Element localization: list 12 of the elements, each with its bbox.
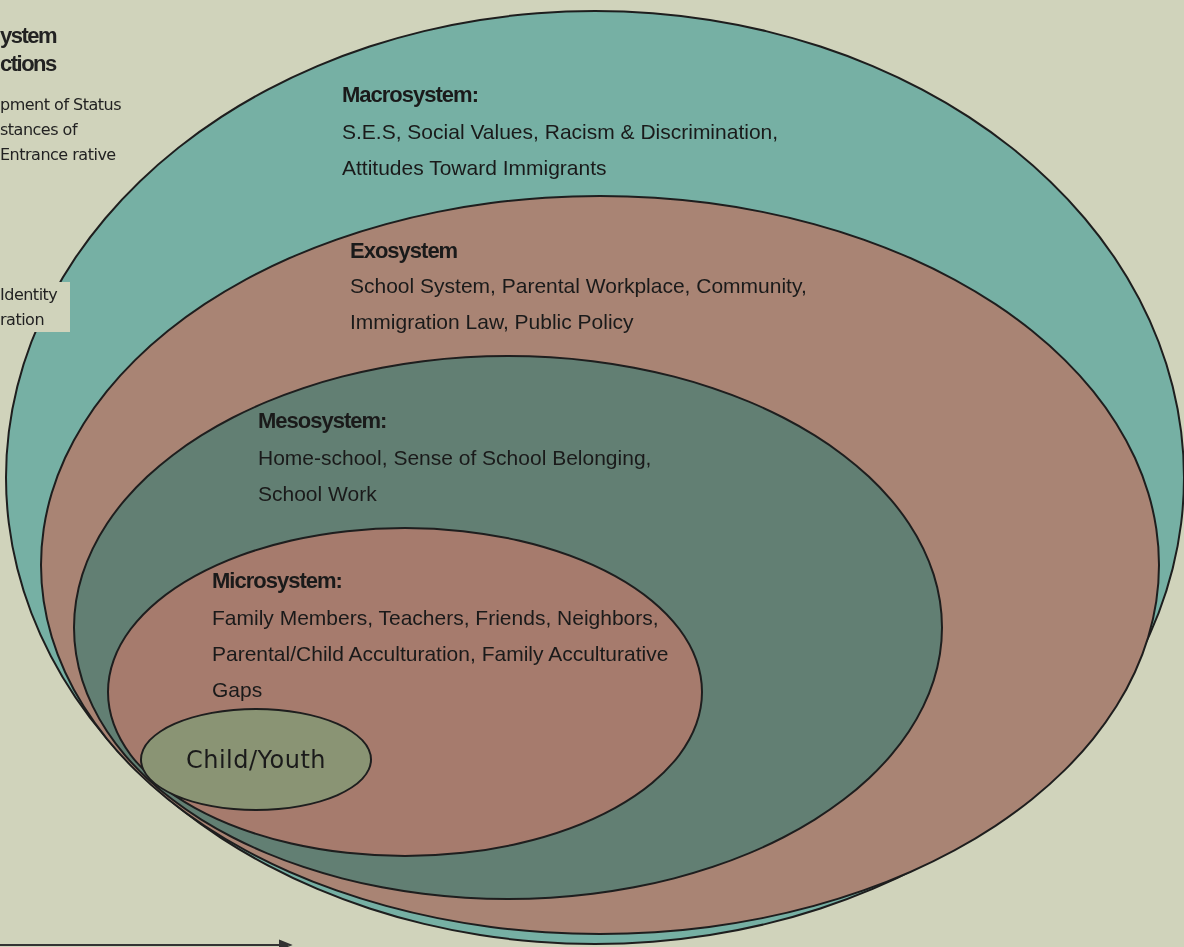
heading: Macrosystem: [342,82,478,108]
description: Family Members, Teachers, Friends, Neighbors, Parental/Child Acculturation, Family Acculturative Gaps [212,605,670,703]
description: S.E.S, Social Values, Racism & Discrimination, Attitudes Toward Immigrants [342,119,780,181]
description: pment of Status stances of Entrance rative [0,94,123,166]
description: Home-school, Sense of School Belonging, School Work [258,445,653,507]
description: School System, Parental Workplace, Community, Immigration Law, Public Policy [350,273,808,335]
node-label: Child/Youth [184,745,328,774]
heading: Mesosystem: [258,408,387,434]
heading: Exosystem [350,238,458,264]
description: Identity ration [0,282,70,332]
heading: Microsystem: [212,568,342,594]
heading: ystem ctions [0,22,58,78]
